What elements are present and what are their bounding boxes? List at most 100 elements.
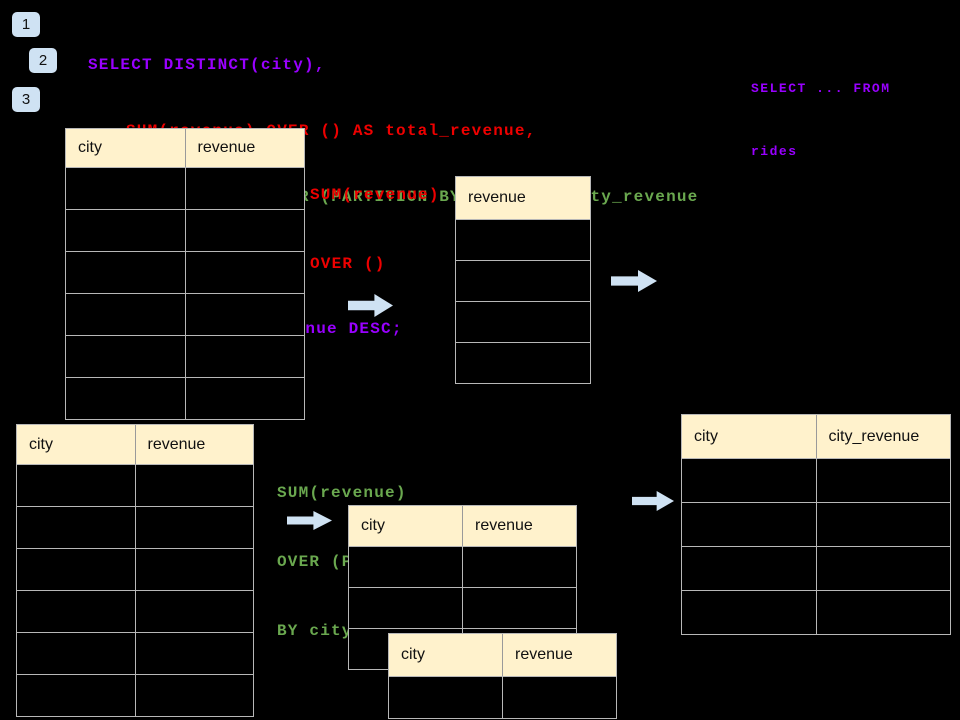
- table-cell: [185, 335, 304, 377]
- table-total-revenue: revenue: [455, 176, 591, 384]
- table-header-row: city revenue: [66, 129, 304, 167]
- table-cell: [66, 377, 186, 419]
- table-cell: [349, 546, 463, 587]
- step-badge-3: 3: [12, 87, 40, 112]
- table-row: [17, 674, 253, 716]
- table-header-row: city revenue: [17, 425, 253, 464]
- table-cell: [456, 260, 590, 301]
- table-cell: [135, 464, 253, 506]
- table-cell: [185, 209, 304, 251]
- table-cell: [816, 502, 950, 546]
- arrow-right-icon: [632, 491, 674, 511]
- table-cell: [682, 590, 817, 634]
- table-cell: [66, 209, 186, 251]
- table-cell: [17, 464, 136, 506]
- table-cell: [66, 293, 186, 335]
- step-badge-1: 1: [12, 12, 40, 37]
- table-row: [17, 590, 253, 632]
- table-cell: [503, 676, 616, 718]
- table-cell: [66, 251, 186, 293]
- table-cell: [349, 587, 463, 628]
- table-row: [17, 548, 253, 590]
- arrow-right-icon: [287, 511, 332, 530]
- table-partition-overlay: city revenue: [388, 633, 617, 719]
- table-row: [349, 587, 576, 628]
- table-row: [456, 260, 590, 301]
- table-city-revenue-result: city city_revenue: [681, 414, 951, 635]
- column-header: revenue: [468, 189, 526, 206]
- table-cell: [17, 632, 136, 674]
- label-line: SUM(revenue): [310, 186, 440, 204]
- table-row: [456, 342, 590, 383]
- table-row: [682, 458, 950, 502]
- table-row: [66, 209, 304, 251]
- arrow-right-icon: [348, 294, 393, 317]
- table-cell: [135, 632, 253, 674]
- table-cell: [185, 293, 304, 335]
- column-header: city: [389, 634, 503, 676]
- label-line: SUM(revenue): [277, 484, 407, 502]
- column-header: revenue: [147, 435, 206, 453]
- table-row: [66, 251, 304, 293]
- column-header: city: [682, 415, 817, 458]
- table-cell: [389, 676, 503, 718]
- column-header: revenue: [197, 139, 256, 156]
- table-row: [66, 293, 304, 335]
- note-line-1: SELECT ... FROM: [751, 81, 891, 96]
- table-cell: [682, 502, 817, 546]
- table-cell: [185, 377, 304, 419]
- table-cell: [816, 458, 950, 502]
- table-source-top: city revenue: [65, 128, 305, 420]
- table-cell: [463, 546, 576, 587]
- table-cell: [816, 590, 950, 634]
- arrow-right-icon: [611, 270, 657, 292]
- column-header: city: [17, 425, 136, 464]
- table-cell: [17, 506, 136, 548]
- label-line: OVER (): [310, 255, 386, 273]
- table-row: [456, 219, 590, 260]
- table-cell: [185, 167, 304, 209]
- table-header-row: city revenue: [389, 634, 616, 676]
- table-row: [456, 301, 590, 342]
- note-line-2: rides: [751, 144, 798, 159]
- table-cell: [135, 674, 253, 716]
- table-row: [66, 167, 304, 209]
- table-cell: [135, 548, 253, 590]
- column-header: revenue: [515, 646, 573, 663]
- select-from-rides-note: SELECT ... FROM rides: [751, 36, 891, 204]
- table-header-row: city city_revenue: [682, 415, 950, 458]
- table-row: [17, 506, 253, 548]
- column-header: city_revenue: [828, 427, 920, 445]
- table-row: [66, 335, 304, 377]
- column-header: revenue: [475, 517, 533, 534]
- table-cell: [456, 301, 590, 342]
- table-row: [17, 464, 253, 506]
- column-header: city: [349, 506, 463, 546]
- sql-line-select: SELECT DISTINCT(city),: [88, 56, 326, 74]
- step-badge-2: 2: [29, 48, 57, 73]
- table-cell: [66, 335, 186, 377]
- table-row: [66, 377, 304, 419]
- sum-over-label: SUM(revenue) OVER (): [310, 138, 440, 322]
- table-cell: [135, 590, 253, 632]
- table-cell: [17, 590, 136, 632]
- table-cell: [66, 167, 186, 209]
- table-row: [349, 546, 576, 587]
- table-cell: [456, 342, 590, 383]
- table-row: [682, 590, 950, 634]
- table-cell: [816, 546, 950, 590]
- table-cell: [456, 219, 590, 260]
- table-cell: [17, 674, 136, 716]
- table-header-row: city revenue: [349, 506, 576, 546]
- table-source-bottom: city revenue: [16, 424, 254, 717]
- table-row: [17, 632, 253, 674]
- table-row: [682, 546, 950, 590]
- table-row: [389, 676, 616, 718]
- table-cell: [463, 587, 576, 628]
- table-header-row: revenue: [456, 177, 590, 219]
- table-cell: [682, 458, 817, 502]
- table-cell: [17, 548, 136, 590]
- table-row: [682, 502, 950, 546]
- column-header: city: [66, 129, 186, 167]
